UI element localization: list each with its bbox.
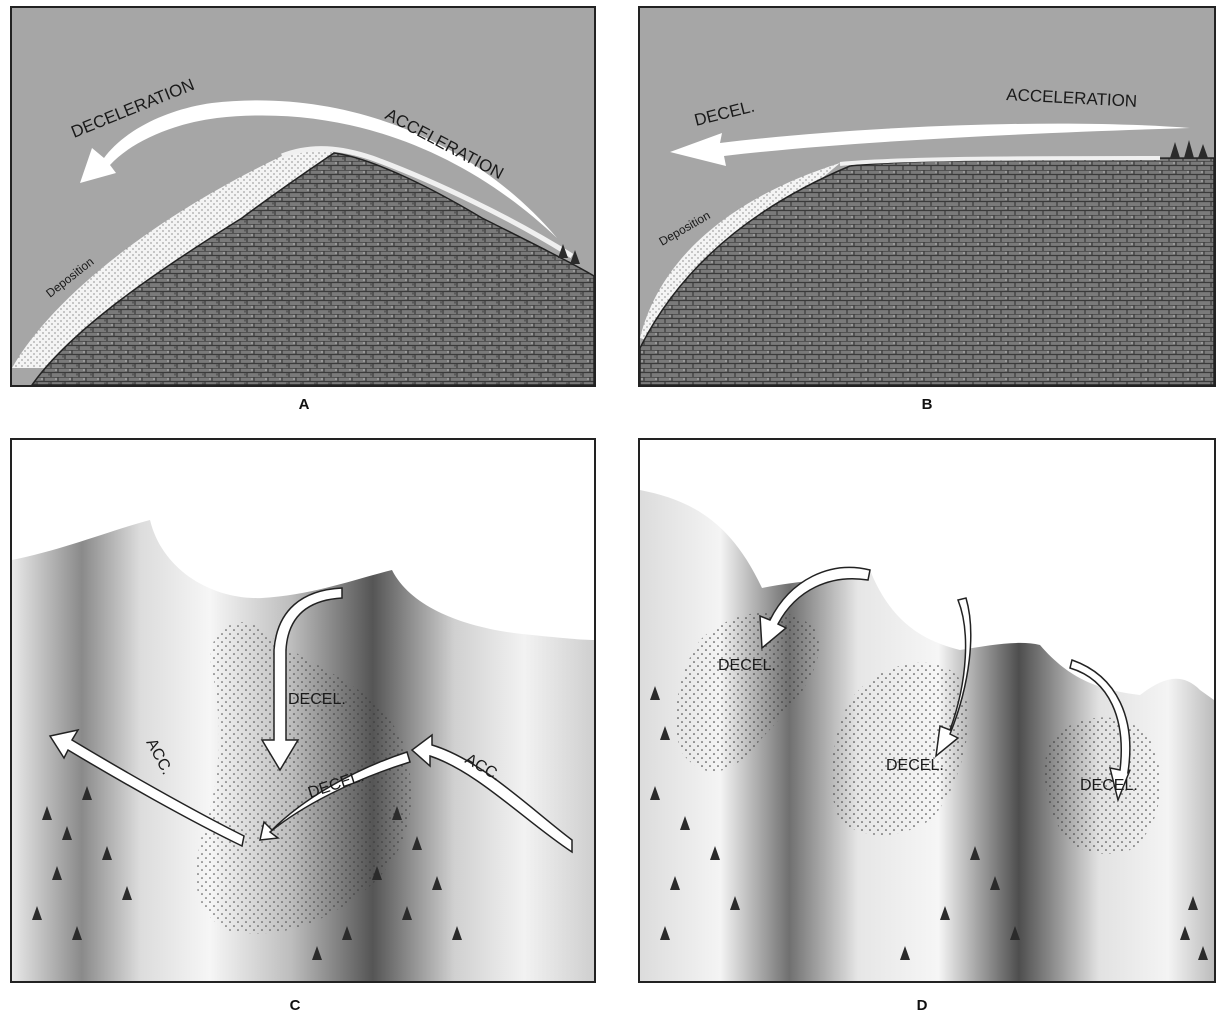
caption-c: C xyxy=(275,997,315,1014)
label-decel-3: DECEL. xyxy=(1080,777,1138,794)
panel-d-terrain: DECEL. DECEL. DECEL. xyxy=(638,438,1216,983)
panel-c-terrain: DECEL. DECEL. ACC. ACC. xyxy=(10,438,596,983)
label-decel-2: DECEL. xyxy=(886,757,944,774)
caption-a: A xyxy=(284,396,324,413)
panel-a-illustration: DECELERATION ACCELERATION Deposition xyxy=(12,8,594,385)
panel-d-illustration: DECEL. DECEL. DECEL. xyxy=(640,440,1214,981)
caption-b: B xyxy=(907,396,947,413)
label-decel-top: DECEL. xyxy=(288,691,346,708)
panel-a-convex-ridge: DECELERATION ACCELERATION Deposition xyxy=(10,6,596,387)
panel-c-illustration: DECEL. DECEL. ACC. ACC. xyxy=(12,440,594,981)
panel-b-illustration: DECEL. ACCELERATION Deposition xyxy=(640,8,1214,385)
caption-d: D xyxy=(902,997,942,1014)
label-decel-1: DECEL. xyxy=(718,657,776,674)
panel-b-flat-ridge: DECEL. ACCELERATION Deposition xyxy=(638,6,1216,387)
